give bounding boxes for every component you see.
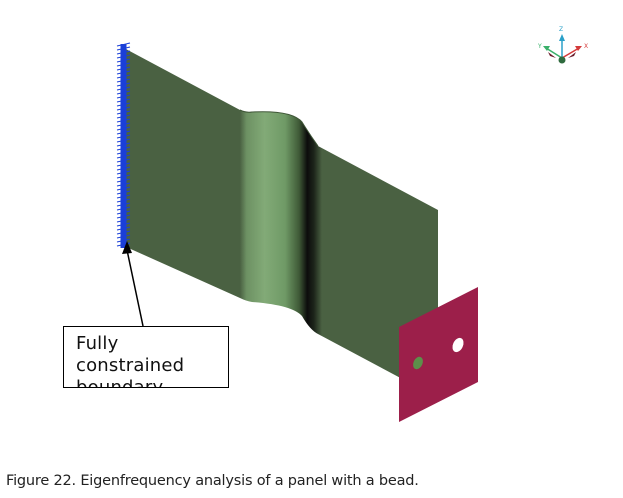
constraint-marker xyxy=(116,78,131,83)
figure-viewport: Z X Y Fully constrained boundary xyxy=(63,26,588,422)
constraint-marker xyxy=(116,86,131,91)
constraint-marker xyxy=(116,150,131,155)
constraint-marker xyxy=(116,162,131,167)
constraint-marker xyxy=(116,110,131,115)
constraint-marker xyxy=(116,90,131,95)
constraint-marker xyxy=(116,154,131,159)
constraint-marker xyxy=(116,62,131,67)
axis-y-line xyxy=(545,47,563,59)
constraint-marker xyxy=(116,46,131,51)
plate-hole-left xyxy=(413,356,423,370)
axis-x-label: X xyxy=(584,43,588,50)
figure-caption: Figure 22. Eigenfrequency analysis of a … xyxy=(6,473,419,489)
constraint-marker xyxy=(116,182,131,187)
mounting-plate xyxy=(399,287,478,422)
callout-arrow-line xyxy=(126,249,144,327)
constraint-marker xyxy=(116,142,131,147)
constraint-callout-text: Fully constrained boundary xyxy=(76,333,185,388)
constraint-marker xyxy=(116,238,131,243)
constraint-marker xyxy=(116,234,131,239)
callout-arrowhead xyxy=(122,241,132,254)
axis-z-label: Z xyxy=(559,26,563,33)
constraint-marker xyxy=(116,198,131,203)
constraint-marker xyxy=(116,226,131,231)
constraint-marker xyxy=(116,66,131,71)
constraint-marker xyxy=(116,206,131,211)
constraint-marker xyxy=(116,114,131,119)
constraint-marker xyxy=(116,74,131,79)
constraint-marker xyxy=(116,166,131,171)
constraint-marker xyxy=(116,58,131,63)
constraint-marker xyxy=(116,130,131,135)
constraint-marker xyxy=(116,230,131,235)
constraint-marker xyxy=(116,82,131,87)
axis-origin-icon xyxy=(558,56,566,64)
constraint-marker xyxy=(116,70,131,75)
constraint-marker xyxy=(116,54,131,59)
constraint-marker xyxy=(116,146,131,151)
plate-hole-right xyxy=(452,337,464,353)
constraint-marker xyxy=(116,178,131,183)
constraint-marker xyxy=(116,138,131,143)
constraint-marker xyxy=(116,106,131,111)
constraint-marker xyxy=(116,214,131,219)
constraint-marker xyxy=(116,122,131,127)
axis-z-arrow-icon xyxy=(559,34,565,41)
axis-triad: Z X Y xyxy=(537,26,588,64)
constraint-marker xyxy=(116,98,131,103)
constraint-marker xyxy=(116,158,131,163)
constraint-marker xyxy=(116,118,131,123)
constraint-marker xyxy=(116,186,131,191)
constraint-marker xyxy=(116,126,131,131)
constraint-marker xyxy=(116,194,131,199)
constraint-marker xyxy=(116,50,131,55)
constraint-callout-box: Fully constrained boundary xyxy=(63,326,229,388)
fixed-boundary-constraint xyxy=(116,42,131,248)
panel-surface xyxy=(124,48,438,398)
constraint-marker xyxy=(116,134,131,139)
axis-y-arrow-icon xyxy=(543,46,550,51)
axis-cone-right-icon xyxy=(568,52,576,58)
axis-y-label: Y xyxy=(537,43,542,50)
axis-cone-left-icon xyxy=(548,52,556,58)
bead-top-edge xyxy=(239,109,319,147)
constraint-marker xyxy=(116,210,131,215)
constraint-marker xyxy=(116,174,131,179)
constraint-marker xyxy=(116,202,131,207)
constraint-marker xyxy=(116,42,131,47)
constraint-marker xyxy=(116,102,131,107)
constraint-marker xyxy=(116,94,131,99)
constraint-bar xyxy=(120,44,127,248)
fe-model-render: Z X Y xyxy=(116,26,588,422)
constraint-marker xyxy=(116,218,131,223)
constraint-marker xyxy=(116,222,131,227)
axis-x-line xyxy=(561,47,580,59)
constraint-marker xyxy=(116,170,131,175)
axis-x-arrow-icon xyxy=(575,46,582,51)
constraint-marker xyxy=(116,190,131,195)
